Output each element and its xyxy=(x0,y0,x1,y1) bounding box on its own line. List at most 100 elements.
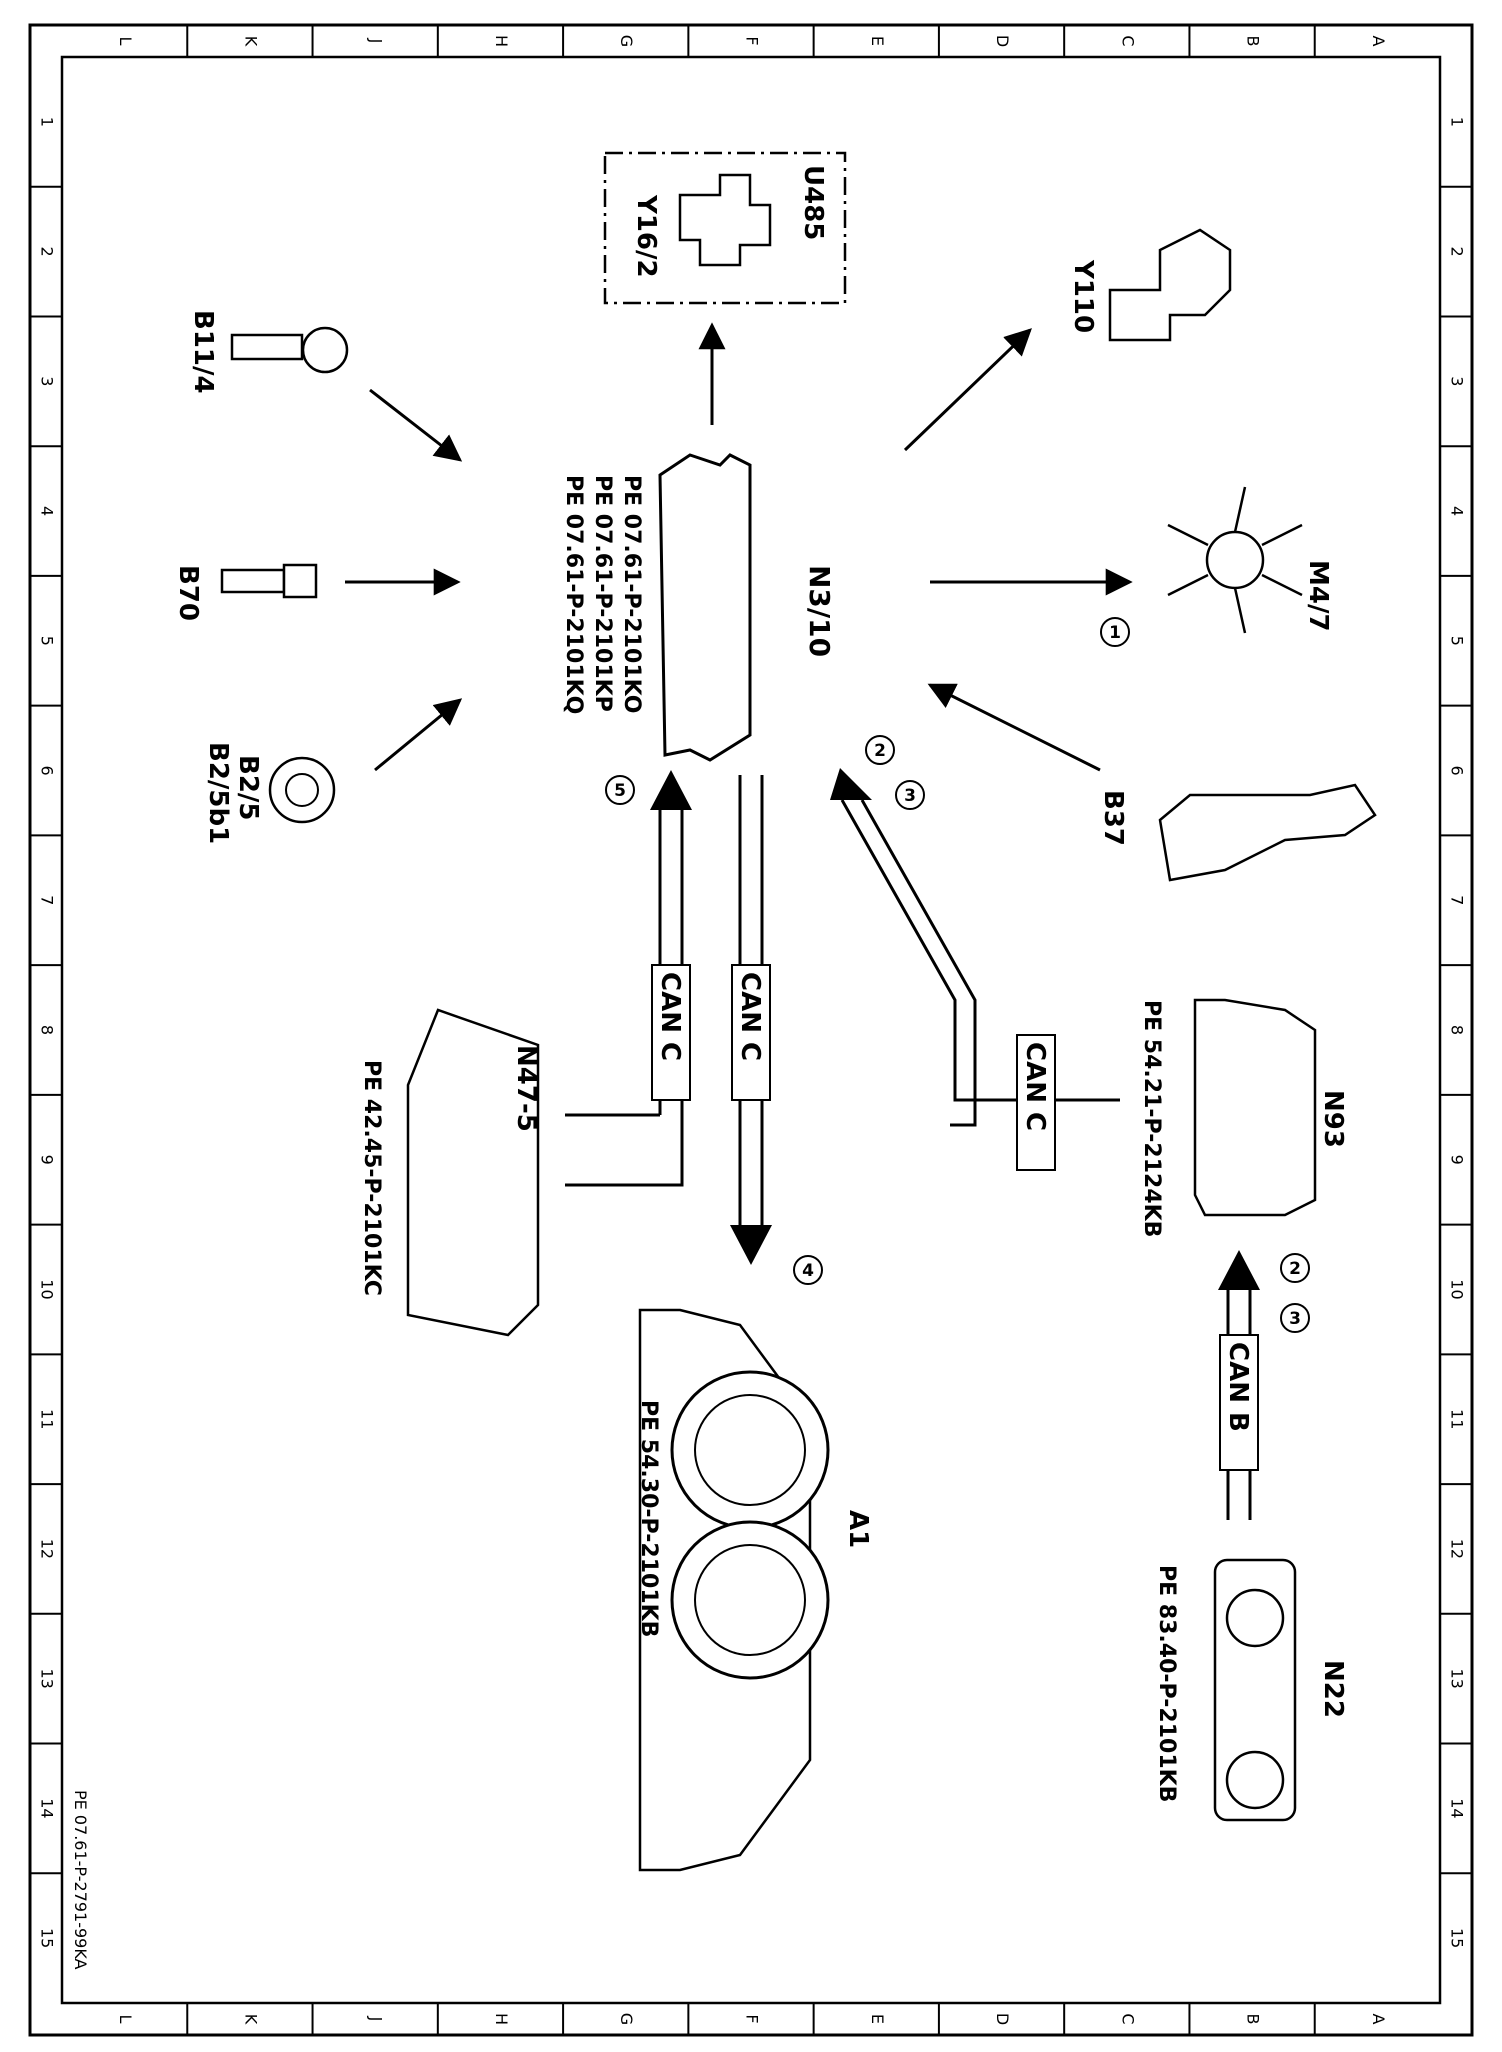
pedal-b37: B37 xyxy=(1098,783,1377,882)
can-c-bus-left: CAN C 5 xyxy=(565,770,692,1187)
grid-label: E xyxy=(868,36,887,46)
signal-5: 5 xyxy=(614,781,626,801)
instrument-cluster-a1: A1 PE 54.30-P-2101KB xyxy=(636,1308,873,1872)
grid-label: B xyxy=(1244,2014,1263,2025)
thermostat-y110: Y110 xyxy=(1068,228,1232,342)
signal-3b: 3 xyxy=(1289,1309,1301,1329)
b2-5-label: B2/5 xyxy=(233,755,263,821)
fan-m4-7: M4/7 xyxy=(1167,486,1333,634)
n47-5-label: N47-5 xyxy=(511,1045,541,1132)
signal-1: 1 xyxy=(1109,623,1121,643)
a1-ref: PE 54.30-P-2101KB xyxy=(636,1400,661,1637)
grid-label: 12 xyxy=(38,1539,57,1559)
n22-ref: PE 83.40-P-2101KB xyxy=(1154,1565,1179,1802)
arrow-from-b37 xyxy=(927,683,1101,772)
signal-4-circle xyxy=(793,1255,823,1285)
valve-icon xyxy=(678,173,772,267)
grid-label: 5 xyxy=(38,636,57,646)
pedal-icon xyxy=(1158,783,1377,882)
grid-label: L xyxy=(116,37,135,46)
can-c-bus-center: CAN C 4 xyxy=(730,775,823,1285)
grid-label: J xyxy=(367,2016,386,2022)
signal-2-circle-a xyxy=(865,735,895,765)
grid-label: L xyxy=(116,2015,135,2024)
signal-4: 4 xyxy=(802,1261,814,1281)
n22-label: N22 xyxy=(1318,1660,1348,1718)
grid-label: B xyxy=(1244,36,1263,47)
grid-label: 15 xyxy=(38,1928,57,1948)
grid-label: 4 xyxy=(1448,506,1467,516)
signal-3-circle-b xyxy=(1280,1303,1310,1333)
drawing-id: PE 07.61-P-2791-99KA xyxy=(71,1790,90,1970)
grid-label: 3 xyxy=(38,376,57,386)
grid-label: 9 xyxy=(38,1155,57,1165)
sensor-b11-4: B11/4 xyxy=(188,310,349,394)
grid-label: 6 xyxy=(1448,765,1467,775)
grid-label: 4 xyxy=(38,506,57,516)
b11-4-label: B11/4 xyxy=(188,310,218,394)
grid-label: E xyxy=(868,2014,887,2024)
can-b-label: CAN B xyxy=(1223,1342,1253,1432)
can-c-label-2: CAN C xyxy=(735,972,765,1061)
can-c-label-1: CAN C xyxy=(655,972,685,1061)
grid-label: 13 xyxy=(1448,1668,1467,1688)
grid-label: 10 xyxy=(38,1279,57,1299)
cluster-outline xyxy=(638,1308,812,1872)
grid-label: G xyxy=(617,35,636,47)
grid-label: F xyxy=(743,2014,762,2023)
grid-label: C xyxy=(1118,35,1137,46)
module-n22: N22 PE 83.40-P-2101KB xyxy=(1154,1558,1348,1822)
n93-ref: PE 54.21-P-2124KB xyxy=(1139,1000,1164,1237)
sensor-b2-5: B2/5 B2/5b1 xyxy=(203,742,336,844)
grid-label: F xyxy=(743,36,762,45)
grid-label: G xyxy=(617,2013,636,2025)
can-c-label-3: CAN C xyxy=(1020,1042,1050,1131)
can-b-bus: CAN B 2 3 xyxy=(1218,1250,1310,1520)
y16-2-label: Y16/2 xyxy=(631,194,661,278)
grid-label: 1 xyxy=(1448,117,1467,127)
outer-frame xyxy=(28,23,1474,2037)
grid-label: 10 xyxy=(1448,1279,1467,1299)
grid-label: J xyxy=(367,38,386,44)
grid-label: 1 xyxy=(38,117,57,127)
grid-label: 11 xyxy=(1448,1409,1467,1429)
y110-label: Y110 xyxy=(1068,259,1098,333)
grid-ticks xyxy=(30,25,1472,2035)
a1-label: A1 xyxy=(843,1510,873,1548)
signal-3a: 3 xyxy=(904,786,916,806)
ecu-ref-screen-3: PE 07.61-P-2101KQ xyxy=(561,475,586,714)
grid-label: A xyxy=(1369,36,1388,47)
arrow-to-y110 xyxy=(903,328,1032,452)
grid-label: 14 xyxy=(1448,1798,1467,1818)
grid-label: H xyxy=(492,35,511,47)
signal-2-circle-b xyxy=(1280,1253,1310,1283)
arrow-from-b11-4 xyxy=(369,388,463,462)
ecu-n3-10-screen: N3/10 PE 07.61-P-2101KO PE 07.61-P-2101K… xyxy=(561,453,836,762)
b37-label: B37 xyxy=(1098,790,1128,846)
b70-label: B70 xyxy=(173,565,203,621)
b2-5-icon xyxy=(268,756,336,824)
grid-label: 8 xyxy=(1448,1025,1467,1035)
ecu-ref-screen-1: PE 07.61-P-2101KO xyxy=(619,475,644,713)
u485-box xyxy=(603,151,847,305)
valve-y16-2: U485 Y16/2 xyxy=(603,151,847,305)
b11-4-icon xyxy=(230,333,304,361)
m4-7-label: M4/7 xyxy=(1303,560,1333,632)
n93-icon xyxy=(1193,998,1317,1217)
module-n93: N93 PE 54.21-P-2124KB xyxy=(1139,998,1348,1237)
b2-5b1-label: B2/5b1 xyxy=(203,742,233,844)
grid-label: 15 xyxy=(1448,1928,1467,1948)
inner-frame xyxy=(60,55,1442,2005)
grid-label: 9 xyxy=(1448,1155,1467,1165)
u485-label: U485 xyxy=(798,165,828,240)
grid-label: K xyxy=(241,36,260,47)
module-n47-5: N47-5 PE 42.45-P-2101KC xyxy=(359,1008,541,1337)
ecu-icon xyxy=(658,453,752,762)
sensor-b70: B70 xyxy=(173,563,318,621)
n93-label: N93 xyxy=(1318,1090,1348,1148)
grid-label: 6 xyxy=(38,765,57,775)
grid-label: 5 xyxy=(1448,636,1467,646)
grid-label: D xyxy=(993,2013,1012,2025)
grid-label: D xyxy=(993,35,1012,47)
